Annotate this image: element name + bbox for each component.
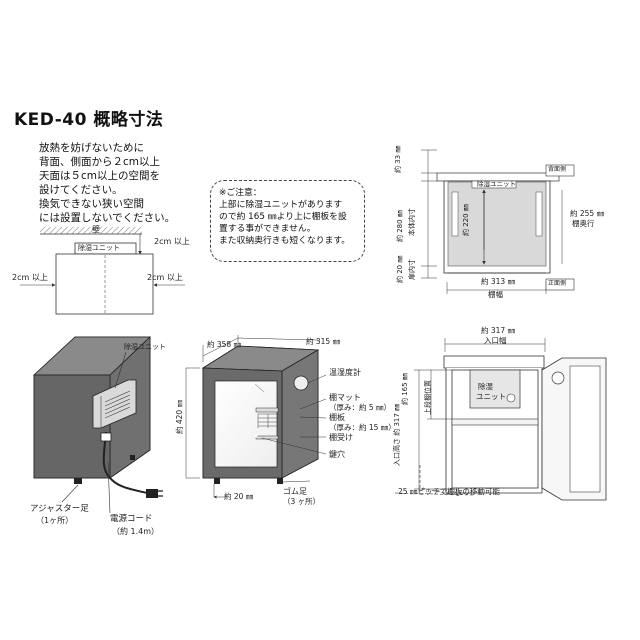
upper-shelf-label: 上段棚位置 bbox=[424, 380, 432, 415]
shelf-support-label: 棚受け bbox=[329, 433, 353, 442]
caution-note: ※ご注意： 上部に除湿ユニットがあります ので約 165 ㎜より上に棚板を設 置… bbox=[210, 180, 365, 262]
cord-label: 電源コード bbox=[110, 514, 153, 524]
plan-unit-label: 除湿ユニット bbox=[477, 180, 516, 188]
shelf-mat-label: 棚マット bbox=[329, 393, 361, 402]
back-view-diagram bbox=[32, 336, 163, 514]
plan-inner bbox=[447, 181, 547, 267]
heat-note: 放熱を妨げないために 背面、側面から２cm以上 天面は５cm以上の空間を 設けて… bbox=[39, 142, 176, 224]
plan-body-dim-label: 本体内寸 bbox=[408, 208, 416, 236]
back-unit-box bbox=[92, 379, 137, 429]
front-width-dim: 約 317 ㎜ bbox=[481, 326, 516, 335]
top-unit-label: 除湿ユニット bbox=[78, 244, 120, 252]
plan-bottom-dim: 約 20 ㎜ bbox=[396, 255, 404, 283]
iso-hygrometer bbox=[293, 375, 309, 391]
cabinet-outline bbox=[55, 253, 154, 315]
cord-length: （約 1.4m） bbox=[112, 527, 160, 536]
iso-width-dim: 約 358 ㎜ bbox=[207, 340, 242, 349]
iso-glass-door bbox=[214, 380, 278, 468]
plan-bottom-dim-label: 扉内寸 bbox=[408, 259, 416, 280]
left-gap-label: 2cm 以上 bbox=[12, 273, 48, 282]
opening-height-dim: 入口高さ 約 317 ㎜ bbox=[393, 403, 401, 466]
plan-shelf-depth-label: 棚奥行 bbox=[572, 219, 595, 228]
plan-body-dim: 約 280 ㎜ bbox=[396, 210, 404, 242]
top-view-diagram bbox=[20, 227, 185, 315]
page-title: KED-40 概略寸法 bbox=[14, 110, 164, 130]
shelf-thickness: （厚み：約 15 ㎜） bbox=[329, 423, 396, 432]
front-unit-line1: 除湿 bbox=[478, 382, 493, 391]
plan-view-diagram bbox=[421, 149, 575, 294]
iso-height-dim: 約 420 ㎜ bbox=[175, 399, 184, 434]
mat-thickness: （厚み：約 5 ㎜） bbox=[329, 403, 392, 412]
front-side-tag: 正面側 bbox=[548, 280, 567, 287]
plan-width-label: 棚幅 bbox=[488, 290, 503, 299]
hygrometer-label: 温湿度計 bbox=[329, 368, 361, 377]
plan-shelf-depth: 約 255 ㎜ bbox=[570, 209, 605, 218]
plan-top-dim: 約 33 ㎜ bbox=[394, 145, 402, 173]
iso-depth-dim: 約 315 ㎜ bbox=[306, 337, 341, 346]
foot-height-dim: 約 20 ㎜ bbox=[224, 492, 254, 501]
front-width-label: 入口幅 bbox=[484, 336, 507, 345]
top-gap-label: 2cm 以上 bbox=[154, 237, 190, 246]
front-shelf bbox=[451, 418, 539, 426]
wall-label: 壁 bbox=[92, 225, 100, 234]
back-side-tag: 背面側 bbox=[548, 166, 567, 173]
shelf-label: 棚板 bbox=[329, 413, 345, 422]
adjuster-label: アジャスター足 bbox=[30, 504, 89, 514]
shelf-pitch-note: 25 ㎜ピッチで棚板の移動可能 bbox=[398, 487, 500, 496]
adjuster-foot bbox=[74, 478, 82, 484]
power-cord bbox=[102, 431, 148, 494]
upper-shelf-dim: 約 165 ㎜ bbox=[401, 373, 409, 405]
back-unit-label: 除湿ユニット bbox=[124, 343, 166, 351]
front-unit-line2: ユニット bbox=[476, 392, 506, 401]
plan-width-dim: 約 313 ㎜ bbox=[481, 277, 516, 286]
keyhole-label: 鍵穴 bbox=[329, 450, 345, 459]
right-gap-label: 2cm 以上 bbox=[147, 273, 183, 282]
plug bbox=[146, 489, 158, 498]
iso-view-diagram bbox=[185, 335, 327, 499]
adjuster-count: （1ヶ所） bbox=[36, 516, 74, 525]
rubber-foot-label: ゴム足 bbox=[283, 487, 307, 496]
rubber-foot-count: （3 ヶ所） bbox=[283, 497, 321, 506]
iso-keyhole bbox=[254, 434, 258, 438]
wall-hatch bbox=[40, 227, 142, 234]
front-view-diagram bbox=[394, 338, 607, 501]
plan-inner-dim: 約 220 ㎜ bbox=[462, 204, 470, 236]
